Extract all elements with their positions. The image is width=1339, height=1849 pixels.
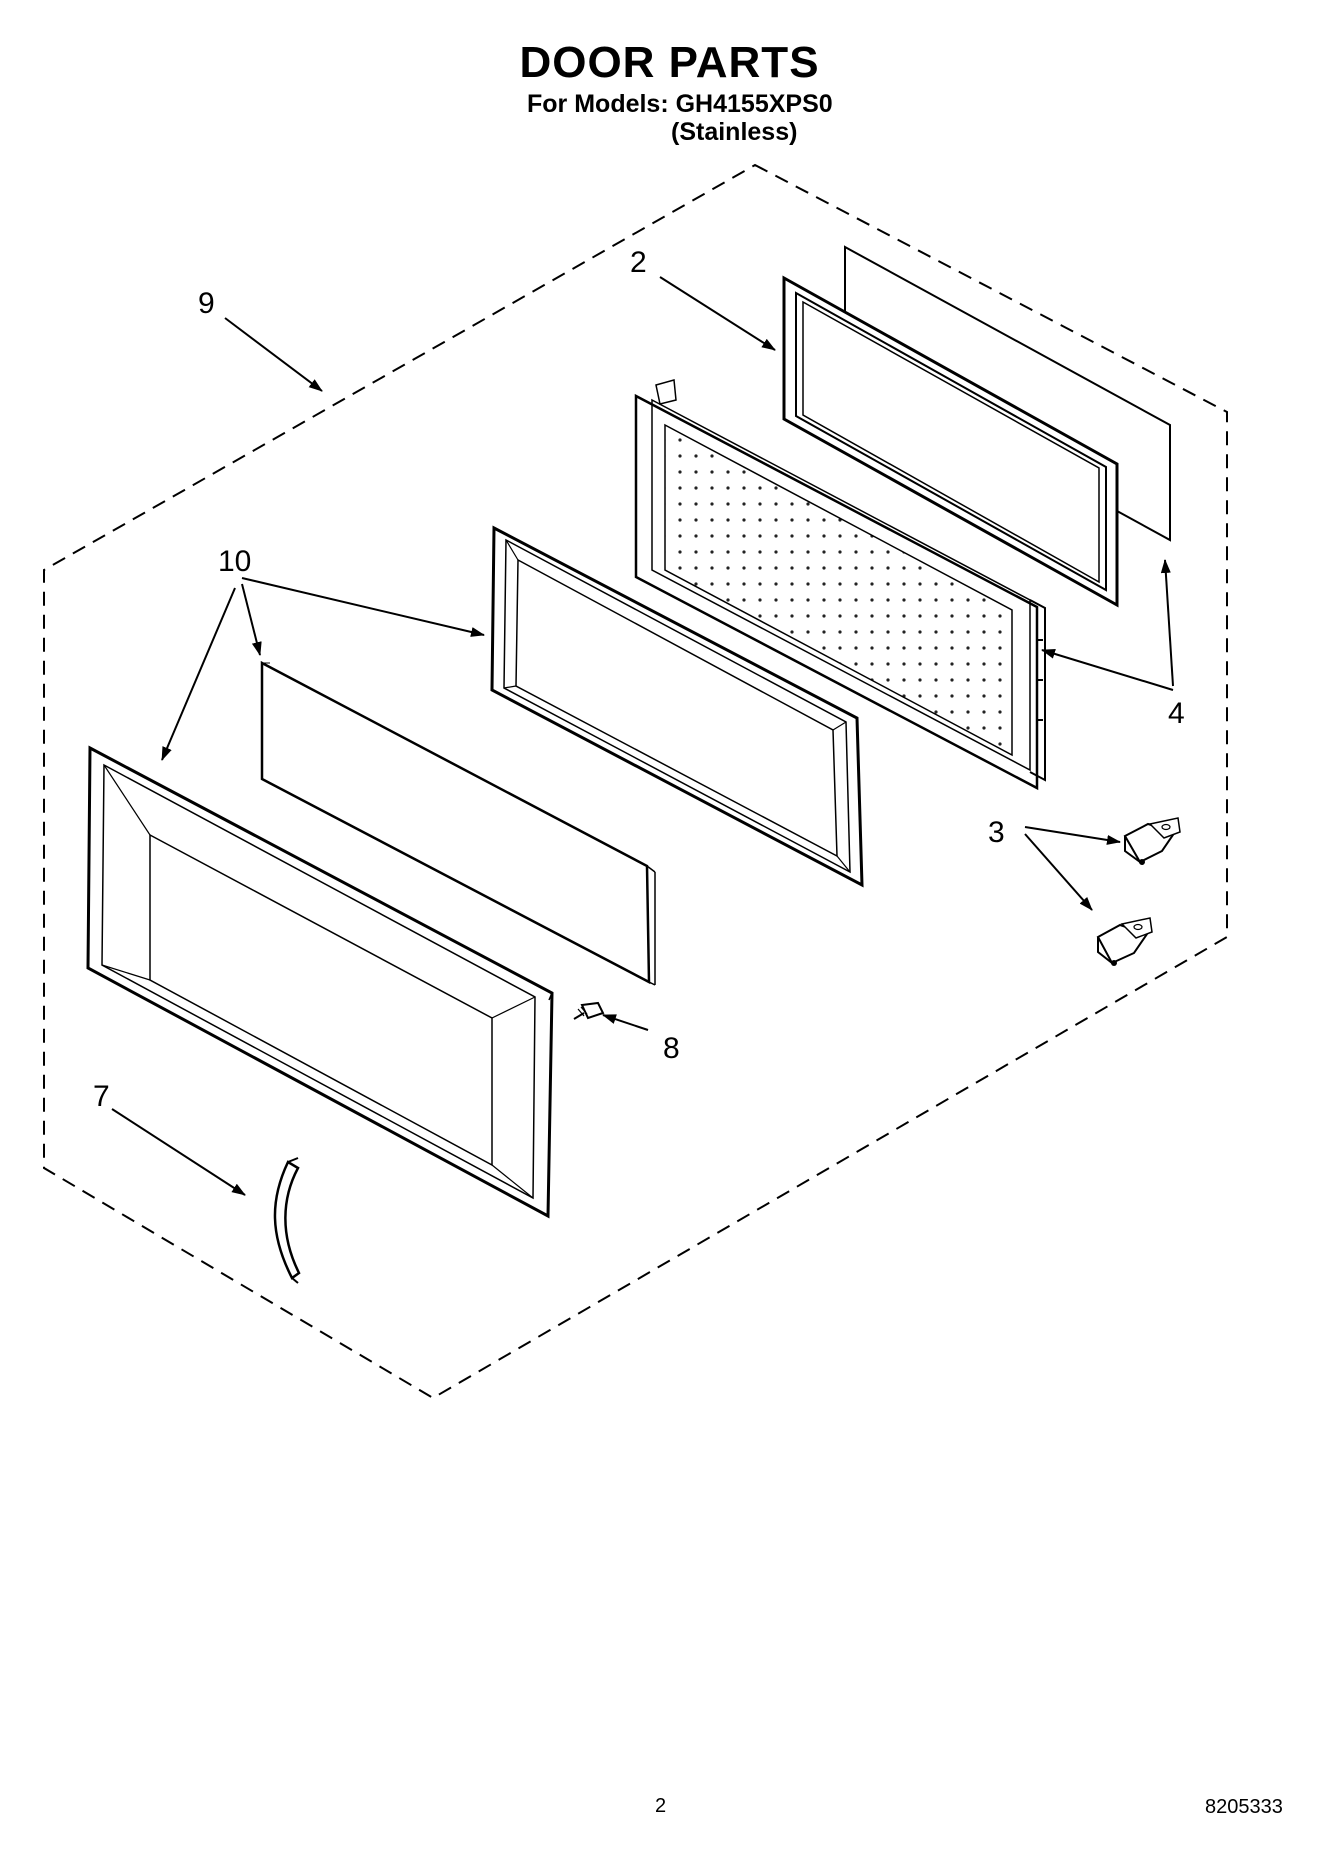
door-handle-part-7 bbox=[273, 1157, 301, 1284]
inner-door-frame bbox=[634, 379, 1046, 791]
page-number: 2 bbox=[655, 1795, 667, 1817]
latch-lower bbox=[1096, 917, 1153, 966]
inner-glass-panel bbox=[260, 660, 656, 986]
latch-upper bbox=[1123, 817, 1181, 865]
callout-2: 2 bbox=[630, 246, 647, 279]
callout-10: 10 bbox=[218, 545, 251, 578]
leader-lines bbox=[111, 276, 1174, 1196]
callout-9: 9 bbox=[198, 287, 215, 320]
middle-door-frame bbox=[490, 525, 864, 888]
gasket-frame-part-2 bbox=[782, 275, 1119, 608]
page-title: DOOR PARTS bbox=[519, 38, 820, 87]
models-line: For Models: GH4155XPS0 bbox=[527, 90, 833, 118]
document-number: 8205333 bbox=[1205, 1796, 1283, 1818]
outer-door-frame bbox=[86, 745, 554, 1219]
callout-3: 3 bbox=[988, 816, 1005, 849]
screw-part-8 bbox=[573, 1001, 605, 1020]
assembly-boundary bbox=[43, 163, 1228, 1400]
finish-label: (Stainless) bbox=[671, 118, 798, 146]
callout-7: 7 bbox=[93, 1080, 110, 1113]
callout-4: 4 bbox=[1168, 697, 1185, 730]
callout-8: 8 bbox=[663, 1032, 680, 1065]
